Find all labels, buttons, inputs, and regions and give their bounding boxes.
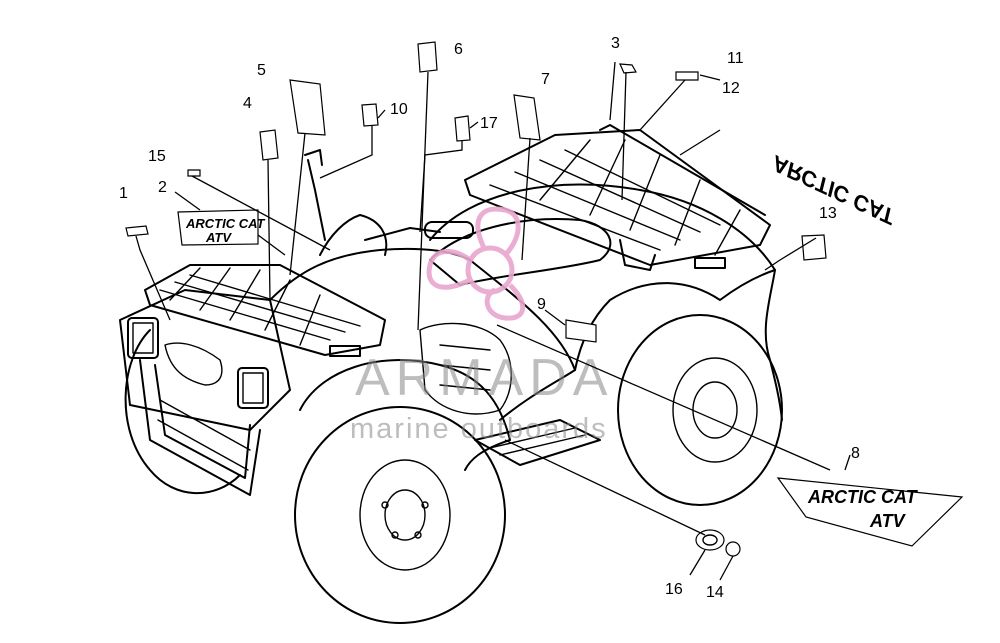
atv-drawing <box>119 124 783 624</box>
callout-15: 15 <box>148 148 166 165</box>
side-decal-line1: ARCTIC CAT <box>807 487 919 507</box>
callout-5: 5 <box>257 62 266 79</box>
callout-13: 13 <box>819 205 837 222</box>
callout-6: 6 <box>454 41 463 58</box>
callout-numbers: 1 2 3 4 5 6 7 8 9 10 11 12 13 14 15 16 1… <box>119 35 860 601</box>
decal-1 <box>125 225 149 237</box>
decal-6 <box>417 41 438 73</box>
front-decal-line2: ATV <box>205 230 232 245</box>
callout-3: 3 <box>611 35 620 52</box>
side-decal-line2: ATV <box>869 511 907 531</box>
callout-17: 17 <box>480 115 498 132</box>
decal-4 <box>259 129 279 161</box>
watermark-title: ARMADA <box>355 349 613 407</box>
decal-9 <box>565 319 597 343</box>
callout-4: 4 <box>243 95 252 112</box>
callout-2: 2 <box>158 179 167 196</box>
propeller-logo-icon <box>426 206 526 321</box>
callout-9: 9 <box>537 296 546 313</box>
watermark-subtitle: marine outboards <box>350 413 608 445</box>
callout-1: 1 <box>119 185 128 202</box>
decal-3 <box>619 63 637 74</box>
front-decal-line1: ARCTIC CAT <box>185 216 266 231</box>
decal-14 <box>725 541 741 557</box>
decal-5 <box>289 79 326 136</box>
callout-12: 12 <box>722 80 740 97</box>
decal-11 <box>675 71 699 81</box>
decal-7 <box>513 94 541 141</box>
callout-14: 14 <box>706 584 724 601</box>
callout-10: 10 <box>390 101 408 118</box>
decal-front-arctic-cat: ARCTIC CAT ATV <box>177 209 266 246</box>
callout-11: 11 <box>727 50 744 67</box>
decal-15 <box>187 169 201 177</box>
callout-8: 8 <box>851 445 860 462</box>
callout-16: 16 <box>665 581 683 598</box>
decal-10 <box>361 103 379 127</box>
decal-17 <box>454 115 471 142</box>
decal-16-emblem <box>695 529 725 551</box>
decal-side-arctic-cat: ARCTIC CAT ATV <box>776 477 964 547</box>
leader-lines <box>135 61 851 581</box>
decal-13 <box>801 234 827 261</box>
watermark: ARMADA marine outboards <box>350 206 613 445</box>
callout-7: 7 <box>541 71 550 88</box>
